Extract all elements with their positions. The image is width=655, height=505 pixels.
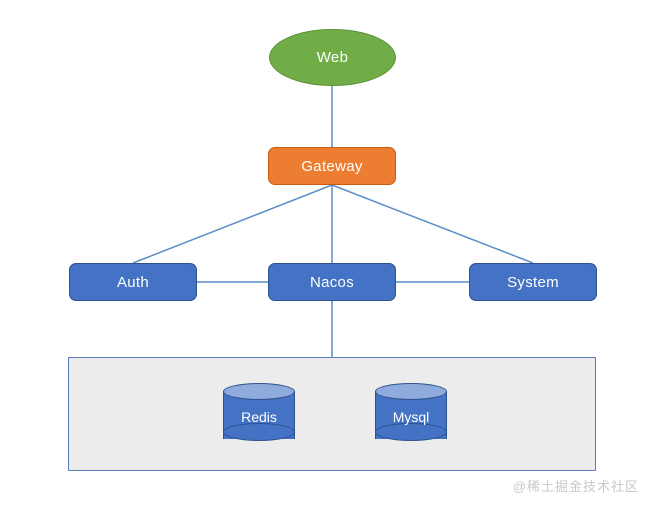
node-redis-label: Redis [241,409,277,425]
node-nacos-label: Nacos [309,273,355,291]
node-gateway-label: Gateway [301,157,363,175]
edge-gateway-auth [132,184,333,264]
watermark: @稀土掘金技术社区 [512,479,639,494]
mysql-cylinder-bottom [375,423,447,441]
node-system-label: System [507,273,559,291]
node-auth[interactable]: Auth [69,263,197,301]
datastore-container [68,357,596,471]
node-mysql[interactable]: Mysql [375,383,447,445]
node-nacos[interactable]: Nacos [268,263,396,301]
node-gateway[interactable]: Gateway [268,147,396,185]
node-system[interactable]: System [469,263,597,301]
node-web[interactable]: Web [269,29,396,86]
node-auth-label: Auth [116,273,150,291]
redis-cylinder-bottom [223,423,295,441]
node-mysql-label: Mysql [392,409,430,425]
node-redis[interactable]: Redis [223,383,295,445]
mysql-cylinder-top [375,383,447,400]
edge-gateway-system [331,184,534,264]
node-web-label: Web [316,49,349,66]
redis-cylinder-top [223,383,295,400]
